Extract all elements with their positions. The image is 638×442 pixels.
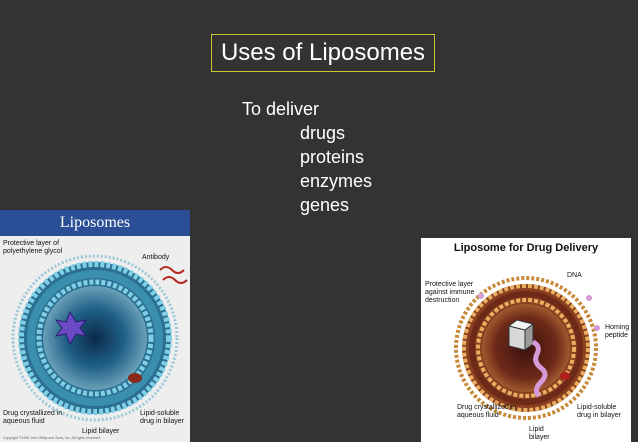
list-item-genes: genes <box>300 195 350 215</box>
label-protective-layer: Protective layer of polyethylene glycol <box>3 240 63 255</box>
slide-title-text: Uses of Liposomes <box>220 39 426 66</box>
liposome-illustration-right <box>454 276 600 420</box>
dna-icon <box>531 339 548 398</box>
intro-text: To deliver <box>242 99 320 119</box>
liposome-illustration-left <box>11 254 188 422</box>
list-item-drugs: drugs <box>300 123 346 143</box>
slide-title: Uses of Liposomes <box>211 34 435 72</box>
delivery-list: drugs proteins enzymes genes <box>300 121 372 217</box>
label-homing-peptide: Homing peptide <box>605 324 630 339</box>
right-figure-header: Liposome for Drug Delivery <box>453 242 599 254</box>
label-drug-crystallized: Drug crystallized in aqueous fluid <box>3 410 63 425</box>
list-item-enzymes: enzymes <box>300 171 373 191</box>
drug-crystal-icon <box>507 319 535 351</box>
label-lipid-bilayer: Lipid bilayer <box>82 428 120 435</box>
label-lipid-bilayer: Lipid bilayer <box>529 426 550 441</box>
drug-crystal-icon <box>54 310 88 346</box>
liposome-figure-left: Liposomes Protective layer of polyethyle… <box>0 210 190 442</box>
liposome-figure-right: Liposome for Drug Delivery DNA Protectiv… <box>421 238 631 442</box>
list-item-proteins: proteins <box>300 147 365 167</box>
label-lipid-soluble: Lipid-soluble drug in bilayer <box>577 404 621 419</box>
label-antibody: Antibody <box>142 254 170 261</box>
label-dna: DNA <box>567 272 582 279</box>
label-lipid-soluble: Lipid-soluble drug in bilayer <box>140 410 184 425</box>
homing-peptide-icon <box>586 295 592 301</box>
left-figure-header: Liposomes <box>0 210 190 236</box>
label-drug-crystallized: Drug crystallized in aqueous fluid <box>457 404 517 419</box>
antibody-icon <box>159 266 188 284</box>
copyright-note: Copyright ©1996 John Wiley and Sons, Inc… <box>3 436 101 440</box>
label-protective-layer: Protective layer against immune destruct… <box>425 281 475 304</box>
